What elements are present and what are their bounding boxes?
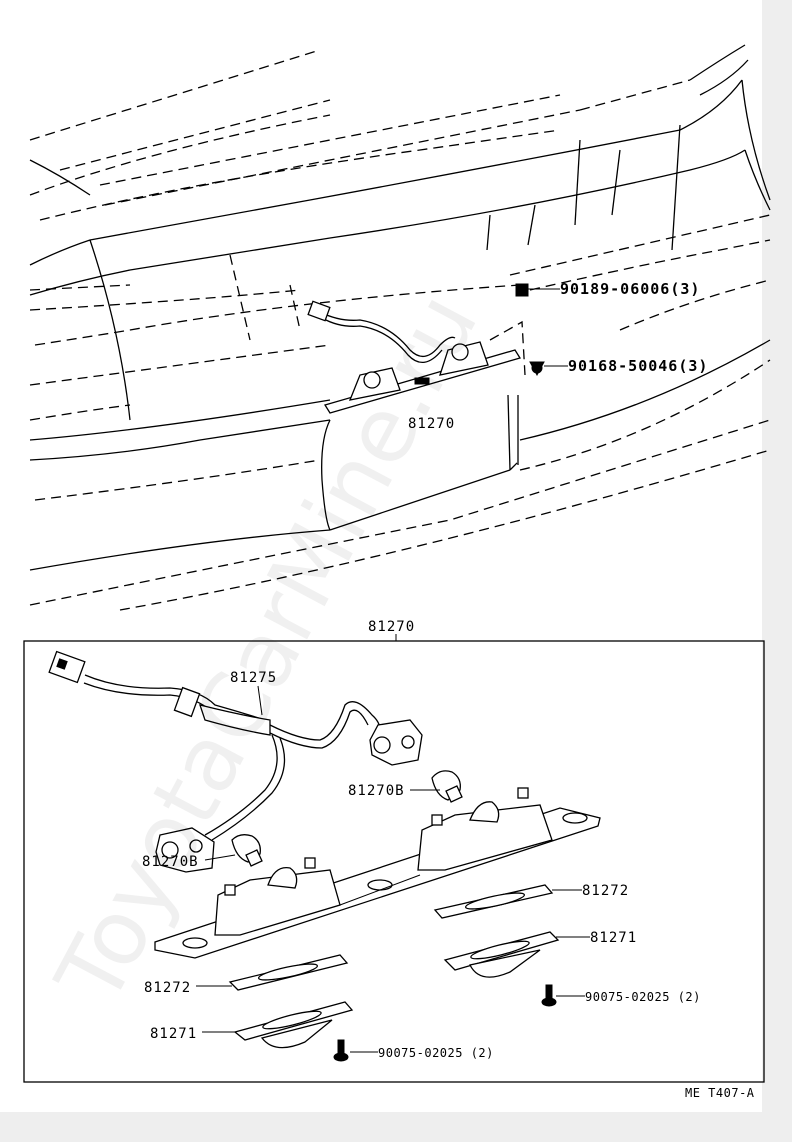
vehicle-rear-outline [29, 44, 771, 611]
socket-right [369, 719, 423, 766]
gasket-left [228, 954, 349, 991]
label-screw-90075-left: 90075-02025 (2) [378, 1046, 494, 1060]
label-gasket-81272-left: 81272 [144, 980, 191, 996]
margin-strip-bottom [0, 1112, 792, 1142]
label-screw-90075-right: 90075-02025 (2) [585, 990, 701, 1004]
bulb-left-icon [231, 834, 263, 867]
label-bulb-81270B-left: 81270B [142, 854, 199, 870]
label-gasket-81272-right: 81272 [582, 883, 629, 899]
figure-code: ME T407-A [685, 1086, 755, 1100]
lens-left [233, 1001, 354, 1049]
exploded-view-frame [23, 640, 765, 1083]
lamp-housing [154, 787, 601, 959]
label-lens-81271-left: 81271 [150, 1026, 197, 1042]
gasket-right [433, 884, 554, 919]
label-wire-81275: 81275 [230, 670, 277, 686]
screw-left-icon [333, 1039, 349, 1062]
label-bulb-81270B-right: 81270B [348, 783, 405, 799]
label-assembly-81270-lower: 81270 [368, 619, 415, 635]
screw-icon [529, 361, 545, 377]
label-nut-90189: 90189-06006(3) [560, 280, 700, 298]
wire-harness [48, 650, 381, 841]
label-lens-81271-right: 81271 [590, 930, 637, 946]
nut-icon [515, 283, 529, 297]
socket-left [155, 827, 215, 873]
bulb-right-icon [431, 770, 463, 803]
screw-right-icon [541, 984, 557, 1007]
upper-lamp-assembly [307, 300, 526, 414]
label-assembly-81270-upper: 81270 [408, 416, 455, 432]
lens-right [443, 931, 560, 978]
label-screw-90168: 90168-50046(3) [568, 357, 708, 375]
